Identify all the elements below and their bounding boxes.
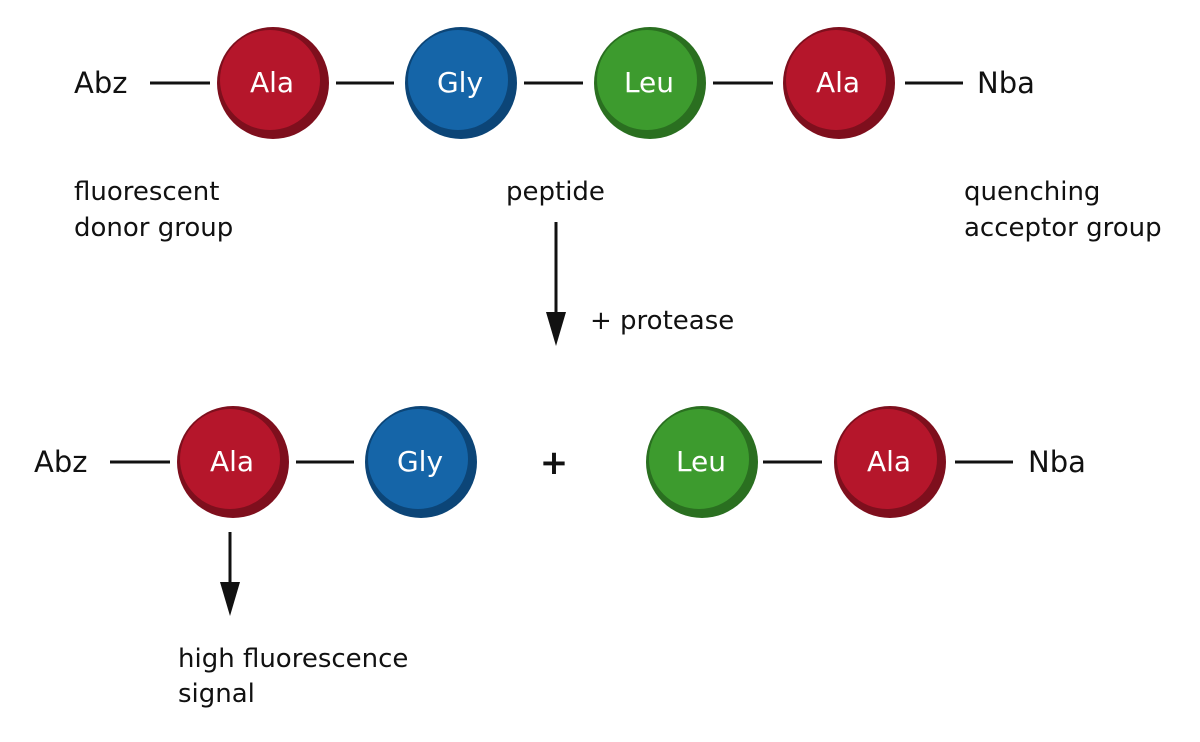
bead-leu: Leu	[646, 406, 758, 518]
bead-ala-face	[837, 409, 937, 509]
bead-gly-face	[368, 409, 468, 509]
protease-label: + protease	[590, 306, 734, 336]
abz-label: Abz	[34, 445, 87, 479]
bead-ala: Ala	[783, 27, 895, 139]
acceptor-caption-line2: acceptor group	[964, 213, 1162, 243]
signal-arrow-head	[220, 582, 240, 616]
bead-ala-label: Ala	[250, 66, 294, 99]
fragment-donor: Abz Ala Gly	[34, 406, 477, 518]
bead-ala-face	[786, 30, 886, 130]
plus-sign: +	[540, 443, 569, 483]
bead-ala-label: Ala	[816, 66, 860, 99]
signal-caption-line1: high fluorescence	[178, 644, 408, 674]
peptide-caption: peptide	[506, 177, 605, 207]
bead-ala-label: Ala	[867, 445, 911, 478]
donor-caption-line2: donor group	[74, 213, 233, 243]
acceptor-caption-line1: quenching	[964, 177, 1100, 207]
bead-leu-label: Leu	[624, 66, 674, 99]
nba-label: Nba	[977, 66, 1035, 100]
reaction-arrow-head	[546, 312, 566, 346]
signal-caption-line2: signal	[178, 679, 255, 709]
nba-label: Nba	[1028, 445, 1086, 479]
bead-leu-label: Leu	[676, 445, 726, 478]
bead-gly: Gly	[405, 27, 517, 139]
intact-substrate: Abz Ala Gly Leu Ala Nba	[74, 27, 1035, 139]
bead-ala: Ala	[217, 27, 329, 139]
bead-ala-label: Ala	[210, 445, 254, 478]
bead-gly-face	[408, 30, 508, 130]
donor-caption-line1: fluorescent	[74, 177, 219, 207]
fragment-acceptor: Leu Ala Nba	[646, 406, 1086, 518]
abz-label: Abz	[74, 66, 127, 100]
bead-gly-label: Gly	[397, 445, 443, 478]
bead-leu: Leu	[594, 27, 706, 139]
bead-ala-face	[180, 409, 280, 509]
bead-leu-face	[649, 409, 749, 509]
bead-ala: Ala	[834, 406, 946, 518]
bead-ala: Ala	[177, 406, 289, 518]
bead-gly-label: Gly	[437, 66, 483, 99]
bead-gly: Gly	[365, 406, 477, 518]
bead-leu-face	[597, 30, 697, 130]
bead-ala-face	[220, 30, 320, 130]
